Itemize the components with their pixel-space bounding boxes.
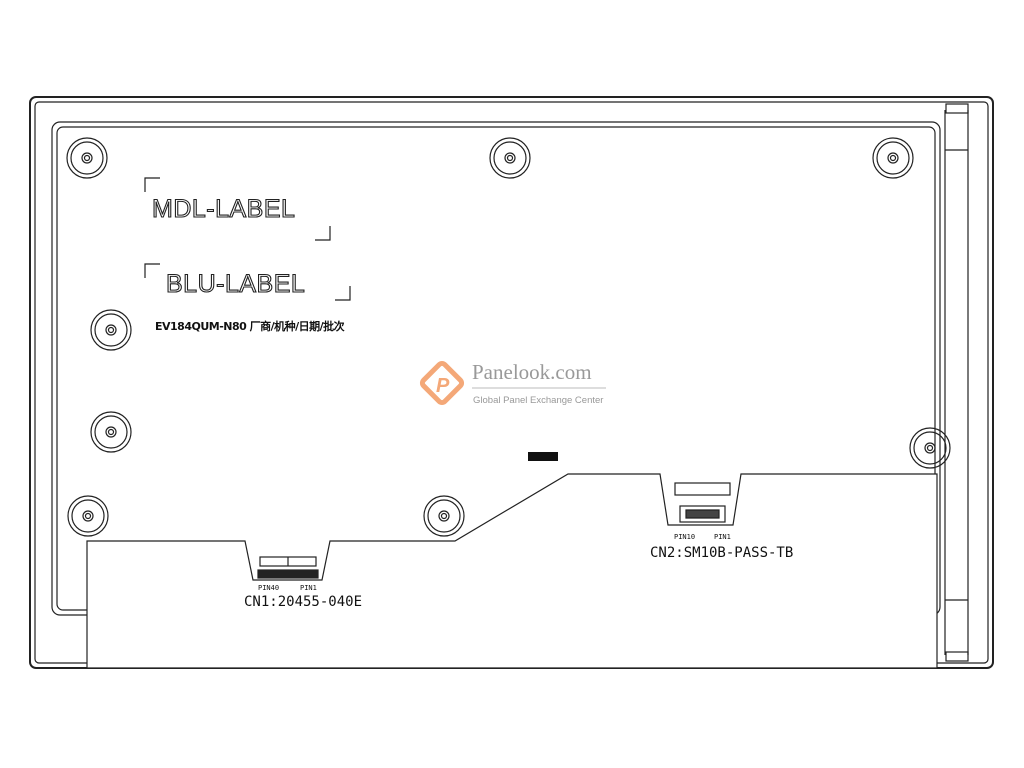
cn1-connector xyxy=(257,556,319,579)
blu-label: BLU-LABEL xyxy=(165,269,306,298)
marker-block xyxy=(528,452,558,461)
mdl-label: MDL-LABEL xyxy=(151,194,296,223)
blu-label-brackets xyxy=(144,263,351,301)
cn2-pin-left: PIN10 xyxy=(674,533,696,541)
screw-icon xyxy=(90,309,132,351)
cn2-label: CN2:SM10B-PASS-TB xyxy=(650,545,794,561)
pcb-board xyxy=(86,473,938,669)
panelook-logo-icon xyxy=(419,360,465,406)
screws xyxy=(66,137,951,537)
side-rail xyxy=(944,110,969,655)
screw-icon xyxy=(90,411,132,453)
screw-icon xyxy=(67,495,109,537)
model-line: EV184QUM-N80 厂商/机种/日期/批次 xyxy=(155,320,345,333)
watermark-brand: Panelook.com xyxy=(472,360,592,384)
screw-icon xyxy=(66,137,108,179)
cn2-connector xyxy=(674,482,731,523)
mdl-label-brackets xyxy=(144,177,331,241)
rail-clip-top xyxy=(945,103,969,114)
rail-clip-bottom xyxy=(945,651,969,662)
screw-icon xyxy=(909,427,951,469)
cn2-pin-right: PIN1 xyxy=(714,533,731,541)
watermark-tagline: Global Panel Exchange Center xyxy=(473,395,604,406)
cn1-pin-right: PIN1 xyxy=(300,584,317,592)
cn1-label: CN1:20455-040E xyxy=(244,594,363,610)
panelook-logo-p: P xyxy=(436,375,450,397)
cn1-pin-left: PIN40 xyxy=(258,584,280,592)
screw-icon xyxy=(489,137,531,179)
screw-icon xyxy=(872,137,914,179)
screw-icon xyxy=(423,495,465,537)
